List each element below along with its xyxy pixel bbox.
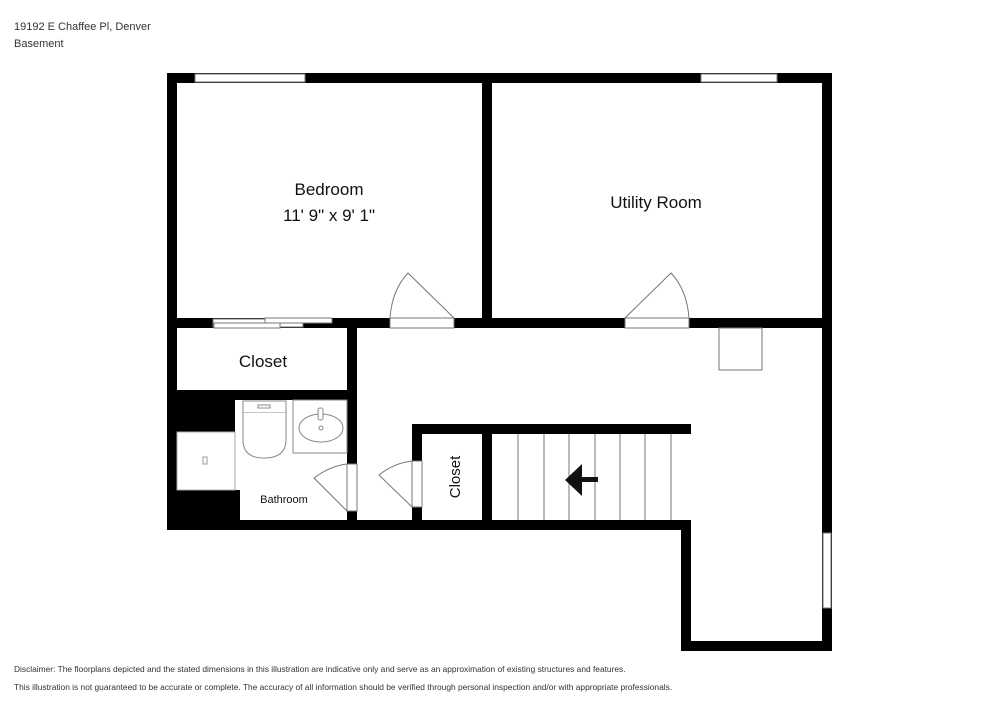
closet-label: Closet [239, 352, 287, 371]
walls [167, 73, 832, 651]
bathroom-door[interactable] [313, 463, 358, 512]
stair-closet-door[interactable] [378, 460, 423, 508]
utility-door[interactable] [624, 272, 690, 329]
bathroom-fixtures [176, 399, 348, 491]
sink-icon [292, 399, 348, 454]
utility-room-label: Utility Room [610, 193, 702, 212]
closet-sliding-door[interactable] [212, 317, 333, 329]
stair-closet-label: Closet [447, 455, 464, 498]
bedroom-label: Bedroom [295, 180, 364, 199]
bathroom-label: Bathroom [260, 494, 308, 506]
alcove-window [822, 532, 832, 609]
toilet-icon [242, 400, 287, 459]
bedroom-door[interactable] [389, 272, 455, 329]
windows [194, 73, 832, 609]
bedroom-dimensions: 11' 9" x 9' 1" [283, 206, 375, 225]
floor-label: Basement [14, 38, 64, 50]
disclaimer-line-2: This illustration is not guaranteed to b… [14, 682, 673, 692]
disclaimer-line-1: Disclaimer: The floorplans depicted and … [14, 664, 626, 674]
stair-direction-arrow-icon [565, 464, 598, 496]
utility-window [700, 73, 778, 83]
doors [313, 272, 690, 512]
address-label: 19192 E Chaffee Pl, Denver [14, 21, 151, 33]
utility-appliance [718, 327, 763, 371]
bedroom-window [194, 73, 306, 83]
